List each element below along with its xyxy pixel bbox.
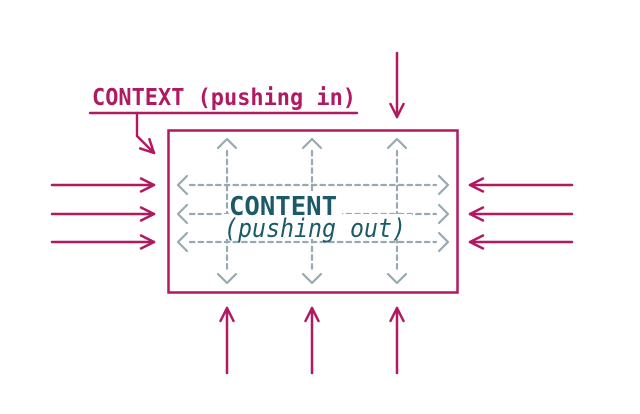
chevron-down-icon <box>216 272 238 285</box>
text-backdrop <box>229 191 342 216</box>
chevron-up-icon <box>386 137 408 150</box>
chevron-down-icon <box>301 272 323 285</box>
context-label: CONTEXT (pushing in) <box>92 85 356 111</box>
chevron-right-icon <box>437 203 450 225</box>
content-box <box>167 129 459 294</box>
chevron-up-icon <box>301 137 323 150</box>
chevron-down-icon <box>386 272 408 285</box>
inward-arrows-group <box>50 51 574 375</box>
chevron-right-icon <box>437 231 450 253</box>
context-annotation-lines <box>88 111 359 155</box>
chevron-left-icon <box>176 231 189 253</box>
text-backdrop <box>222 214 412 239</box>
chevron-left-icon <box>176 203 189 225</box>
chevron-left-icon <box>176 174 189 196</box>
outward-arrow-chevrons <box>176 137 450 285</box>
chevron-right-icon <box>437 174 450 196</box>
content-label-line1: CONTENT <box>229 192 337 222</box>
content-label-line2: (pushing out) <box>224 214 406 244</box>
chevron-up-icon <box>216 137 238 150</box>
context-leader-arrow <box>135 111 156 155</box>
